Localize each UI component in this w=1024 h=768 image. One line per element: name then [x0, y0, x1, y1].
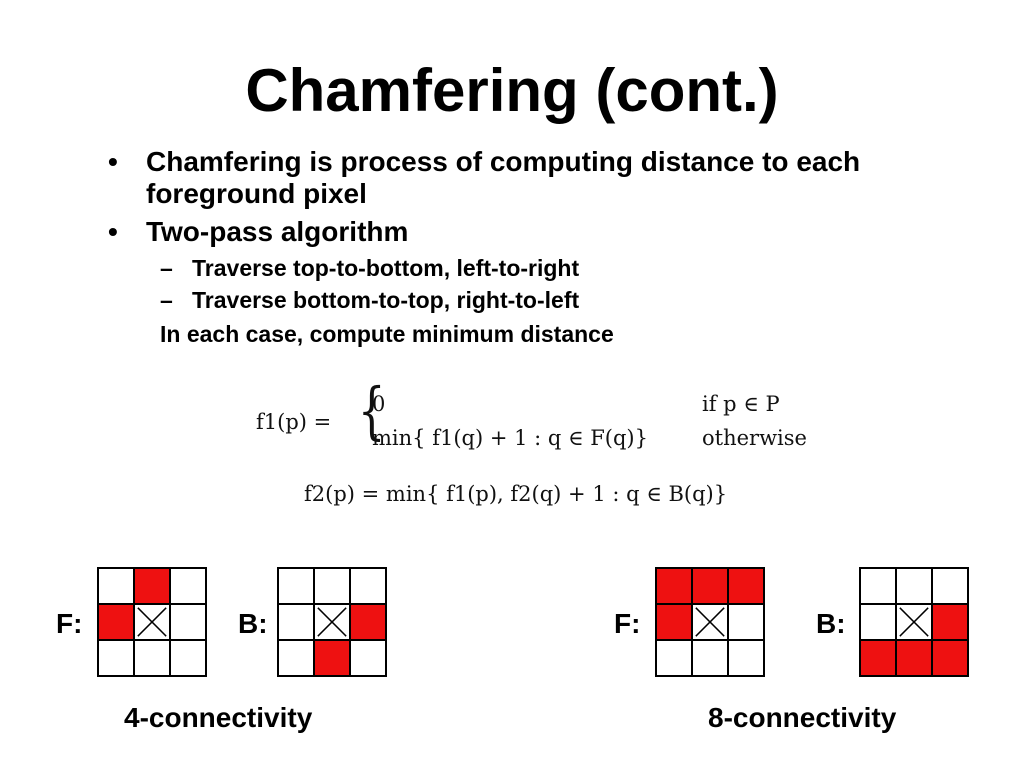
neighbor-cell-highlighted: [134, 568, 170, 604]
bullet-text: Chamfering is process of computing dista…: [146, 146, 861, 209]
neighbor-cell: [98, 640, 134, 676]
neighbor-cell-highlighted: [314, 640, 350, 676]
neighbor-cell: [170, 568, 206, 604]
backward-mask-grid-8: [859, 567, 969, 677]
neighbor-cell-highlighted: [98, 604, 134, 640]
neighbor-cell-highlighted: [656, 568, 692, 604]
neighbor-cell-highlighted: [350, 604, 386, 640]
neighbor-cell-highlighted: [692, 568, 728, 604]
subbullet-text: Traverse top-to-bottom, left-to-right: [192, 255, 580, 281]
neighbor-cell-highlighted: [932, 604, 968, 640]
neighbor-cell: [692, 640, 728, 676]
center-pixel-cross: [134, 604, 170, 640]
neighbor-cell: [278, 640, 314, 676]
subbullet-text: Traverse bottom-to-top, right-to-left: [192, 287, 580, 313]
neighbor-cell: [860, 568, 896, 604]
bullet-mark: •: [108, 216, 118, 247]
forward-mask-label: F:: [56, 608, 83, 639]
bullet-mark: •: [108, 146, 118, 177]
equation1-lhs: f1(p) =: [256, 410, 332, 434]
center-pixel-cross: [896, 604, 932, 640]
neighbor-cell: [860, 604, 896, 640]
center-pixel-cross: [692, 604, 728, 640]
equation1-case1: 0: [372, 392, 386, 416]
bullet-text: Two-pass algorithm: [146, 216, 409, 247]
neighbor-cell-highlighted: [860, 640, 896, 676]
brace-symbol: {: [357, 374, 386, 447]
neighbor-cell: [278, 568, 314, 604]
neighbor-cell: [350, 568, 386, 604]
center-pixel-cross: [314, 604, 350, 640]
neighbor-cell-highlighted: [728, 568, 764, 604]
bullet-item: • Chamfering is process of computing dis…: [108, 146, 968, 210]
equation1-cond1: if p ∈ P: [702, 392, 780, 416]
neighbor-cell: [278, 604, 314, 640]
neighbor-cell: [314, 568, 350, 604]
forward-mask-grid-4: [97, 567, 207, 677]
equation-forward-pass: f1(p) = { 0 if p ∈ P min{ f1(q) + 1 : q …: [256, 374, 836, 458]
dash-mark: –: [160, 255, 173, 281]
neighbor-cell: [170, 604, 206, 640]
equation-backward-pass: f2(p) = min{ f1(p), f2(q) + 1 : q ∈ B(q)…: [304, 482, 728, 506]
slide-title: Chamfering (cont.): [245, 57, 779, 124]
subbullet-item: – Traverse bottom-to-top, right-to-left: [160, 286, 968, 314]
dash-mark: –: [160, 287, 173, 313]
neighbor-cell: [134, 640, 170, 676]
backward-mask-label: B:: [238, 608, 268, 639]
neighbor-cell-highlighted: [932, 640, 968, 676]
neighbor-cell: [350, 640, 386, 676]
caption-4-connectivity: 4-connectivity: [124, 702, 313, 733]
neighbor-cell: [98, 568, 134, 604]
bullet-item: • Two-pass algorithm: [108, 216, 968, 248]
neighbor-cell-highlighted: [656, 604, 692, 640]
neighbor-cell: [932, 568, 968, 604]
bullet-list: • Chamfering is process of computing dis…: [108, 146, 968, 348]
forward-mask-grid-8: [655, 567, 765, 677]
neighbor-cell-highlighted: [896, 640, 932, 676]
forward-mask-label: F:: [614, 608, 641, 639]
backward-mask-grid-4: [277, 567, 387, 677]
neighbor-cell: [728, 604, 764, 640]
subbullet-item: – Traverse top-to-bottom, left-to-right: [160, 254, 968, 282]
backward-mask-label: B:: [816, 608, 846, 639]
neighbor-cell: [728, 640, 764, 676]
equation1-cond2: otherwise: [702, 426, 807, 450]
caption-8-connectivity: 8-connectivity: [708, 702, 897, 733]
equation1-case2: min{ f1(q) + 1 : q ∈ F(q)}: [372, 426, 648, 450]
plain-line: In each case, compute minimum distance: [160, 321, 614, 347]
neighbor-cell: [656, 640, 692, 676]
neighbor-cell: [896, 568, 932, 604]
neighbor-cell: [170, 640, 206, 676]
